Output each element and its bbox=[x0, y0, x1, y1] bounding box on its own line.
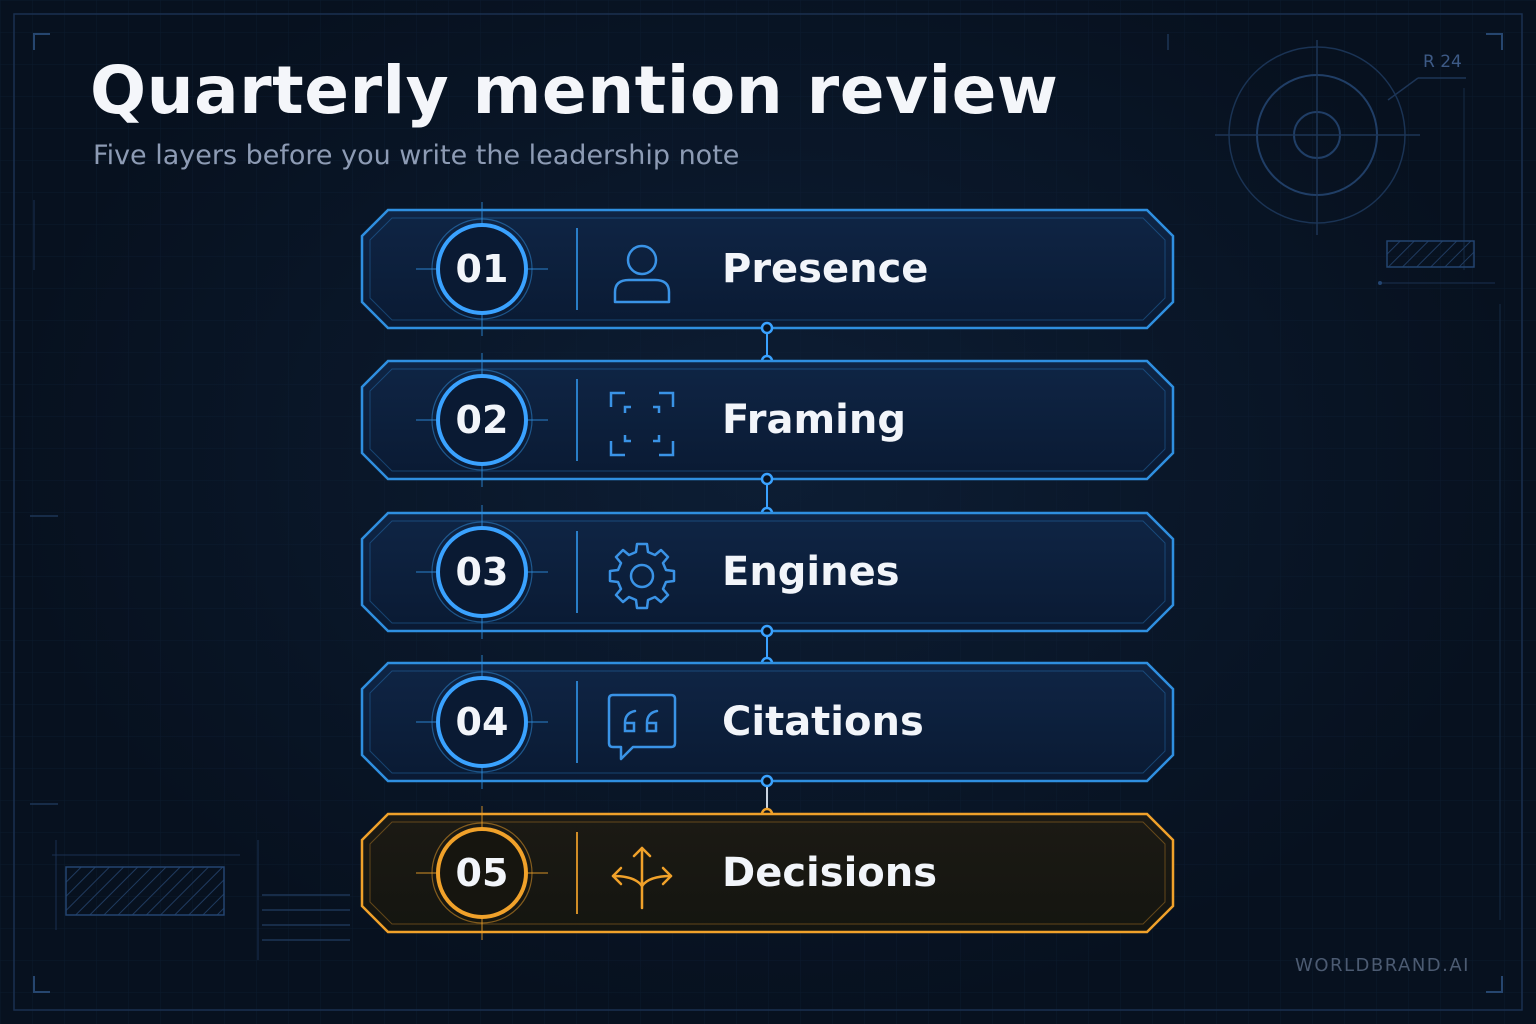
number-ring-outer bbox=[431, 671, 533, 773]
radius-annotation: R 24 bbox=[1423, 52, 1462, 72]
number-ring bbox=[436, 374, 528, 466]
layer-row-presence: 01 Presence bbox=[362, 210, 1173, 328]
page-title: Quarterly mention review bbox=[90, 52, 1059, 129]
layer-panel-inner-frame bbox=[369, 217, 1166, 321]
connector-node bbox=[760, 624, 774, 638]
layer-label: Presence bbox=[722, 246, 929, 292]
layer-number: 04 bbox=[455, 700, 509, 744]
layer-number: 05 bbox=[455, 851, 509, 895]
layer-panel-frame bbox=[360, 661, 1175, 783]
frame-corners-icon bbox=[609, 391, 675, 457]
number-ring-outer bbox=[431, 369, 533, 471]
number-ring bbox=[436, 676, 528, 768]
connector-node bbox=[760, 472, 774, 486]
layer-panel-inner-frame bbox=[369, 670, 1166, 774]
layer-label: Decisions bbox=[722, 850, 938, 896]
layer-number: 02 bbox=[455, 398, 509, 442]
layer-label: Citations bbox=[722, 699, 924, 745]
connector-node bbox=[760, 321, 774, 335]
layer-panel-frame bbox=[360, 511, 1175, 633]
number-ring-outer bbox=[431, 218, 533, 320]
layer-number: 03 bbox=[455, 550, 509, 594]
person-icon bbox=[613, 244, 671, 304]
layer-label: Framing bbox=[722, 397, 906, 443]
layer-row-citations: 04 Citations bbox=[362, 663, 1173, 781]
layer-row-decisions: 05 Decisions bbox=[362, 814, 1173, 932]
quote-bubble-icon bbox=[607, 693, 677, 761]
number-ring bbox=[436, 223, 528, 315]
layer-row-framing: 02 Framing bbox=[362, 361, 1173, 479]
layer-row-engines: 03 Engines bbox=[362, 513, 1173, 631]
page-subtitle: Five layers before you write the leaders… bbox=[93, 140, 740, 171]
number-ring-outer bbox=[431, 521, 533, 623]
layer-panel-frame bbox=[360, 359, 1175, 481]
branching-arrows-icon bbox=[611, 846, 673, 910]
layer-panel-inner-frame bbox=[369, 520, 1166, 624]
number-ring-outer bbox=[431, 822, 533, 924]
layer-panel-inner-frame bbox=[369, 821, 1166, 925]
brand-watermark: WORLDBRAND.AI bbox=[1295, 955, 1470, 976]
number-ring bbox=[436, 526, 528, 618]
number-ring bbox=[436, 827, 528, 919]
layer-panel-inner-frame bbox=[369, 368, 1166, 472]
gear-icon bbox=[608, 542, 676, 610]
layer-label: Engines bbox=[722, 549, 900, 595]
hatched-decoration bbox=[52, 840, 350, 960]
connector-node bbox=[760, 774, 774, 788]
target-decoration bbox=[1215, 40, 1495, 285]
layer-panel-frame bbox=[360, 812, 1175, 934]
layer-number: 01 bbox=[455, 247, 509, 291]
layer-panel-frame bbox=[360, 208, 1175, 330]
